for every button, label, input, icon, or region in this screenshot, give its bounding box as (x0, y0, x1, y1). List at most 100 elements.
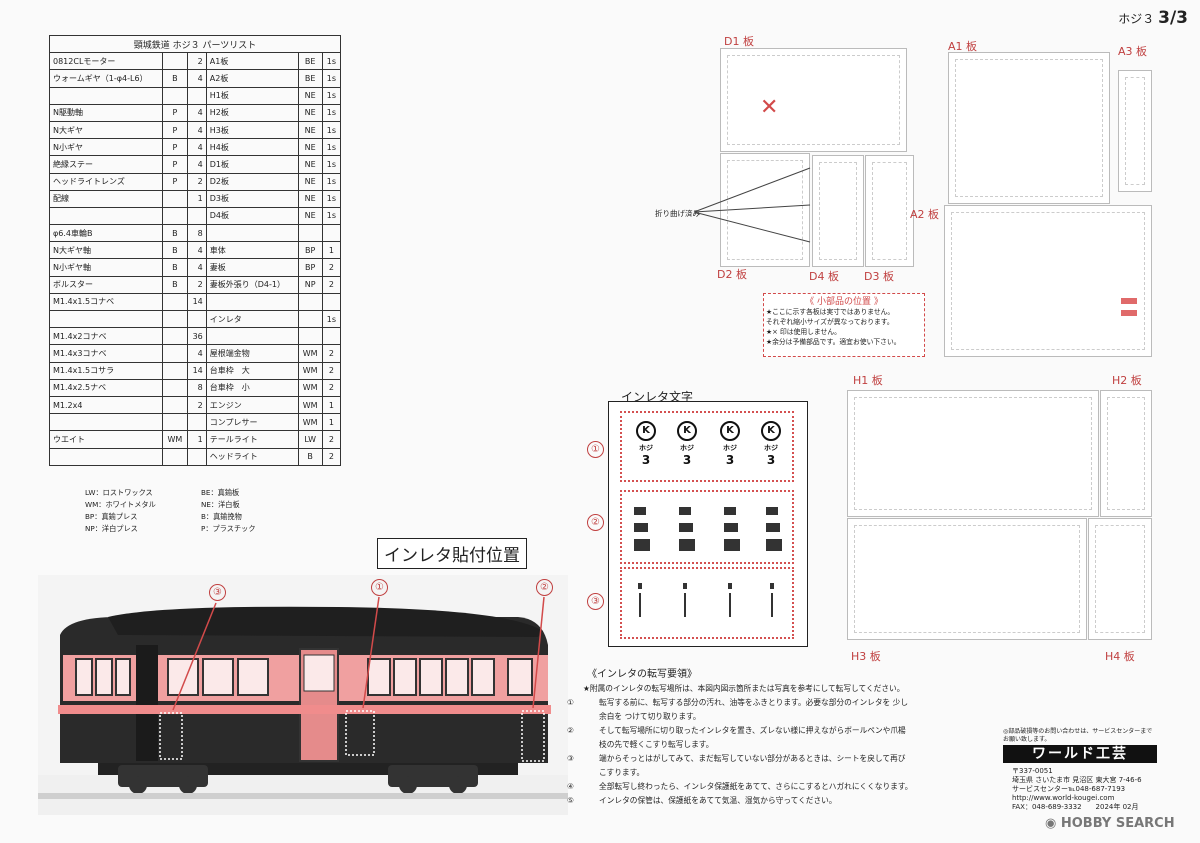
sheet-label-h1: H1 板 (853, 374, 883, 387)
placement-title: インレタ貼付位置 (377, 538, 527, 569)
table-cell: 14 (186, 292, 207, 312)
table-cell: 1s (321, 206, 342, 226)
table-cell: D4板 (205, 206, 299, 226)
table-cell: 屋根端金物 (205, 344, 299, 363)
sheet-a2 (944, 205, 1152, 357)
step-text: そして転写場所に切り取ったインレタを置き、ズレない様に押えながらボールペンや爪楊… (599, 726, 906, 749)
table-cell: M1.4x1.5コナベ (48, 292, 164, 312)
fold-label: 折り曲げ済み (655, 209, 700, 218)
table-cell: 4 (186, 344, 207, 363)
legend-item: BP：真鍮プレス (85, 512, 138, 521)
red-mark (1121, 310, 1137, 316)
table-cell: A1板 (205, 52, 299, 71)
step-number: ③ (567, 754, 574, 763)
sheet-h2 (1100, 390, 1152, 517)
step-text: 端からそっとはがしてみて、まだ転写していない部分があるときは、シートを戻して再び… (599, 754, 906, 777)
table-cell: D2板 (205, 172, 299, 191)
sheet-h1 (847, 390, 1099, 517)
legend-item: LW：ロストワックス (85, 488, 153, 497)
table-cell (321, 292, 342, 312)
table-cell: ウォームギヤ（1-φ4-L6） (48, 69, 164, 88)
table-cell (162, 327, 188, 346)
table-cell: 4 (186, 241, 207, 260)
table-cell: 車体 (205, 241, 299, 260)
table-cell: 1s (321, 52, 342, 71)
small-parts-line: ★× 印は使用しません。 (766, 328, 841, 336)
step-text: 転写する前に、転写する部分の汚れ、油等をふきとります。必要な部分のインレタを 少… (599, 698, 909, 721)
table-cell (162, 344, 188, 363)
sheet-label-h3: H3 板 (851, 650, 881, 663)
instructions-title: 《インレタの転写要領》 (587, 669, 697, 680)
table-cell: 1s (321, 189, 342, 208)
table-cell (162, 309, 188, 329)
step-number: ② (567, 726, 574, 735)
table-cell: H1板 (205, 86, 299, 105)
table-cell: NE (297, 138, 323, 157)
table-cell (162, 447, 188, 466)
table-cell: A2板 (205, 69, 299, 88)
instruction-step: ② そして転写場所に切り取ったインレタを置き、ズレない様に押えながらボールペンや爪… (567, 724, 913, 752)
table-cell: エンジン (205, 395, 299, 415)
table-cell: M1.4x3コナベ (48, 344, 164, 363)
legend-item: NE：洋白板 (201, 500, 240, 509)
table-cell: B (297, 447, 323, 466)
table-cell: 2 (321, 378, 342, 397)
table-cell: ウエイト (48, 430, 164, 449)
small-parts-note: 《 小部品の位置 》 ★ここに示す各板は実寸ではありません。 それぞれ縮小サイズ… (763, 293, 925, 357)
parts-list-title: 頸城鉄道 ホジ３ パーツリスト (49, 34, 341, 54)
table-cell: B (162, 69, 188, 88)
table-cell (48, 413, 164, 432)
table-cell (48, 309, 164, 329)
company-line: FAX：048-689-3332 2024年 02月 (1012, 803, 1139, 811)
step-number: ⑤ (567, 796, 574, 805)
table-cell: WM (297, 395, 323, 415)
table-cell (162, 206, 188, 226)
watermark-icon: ◉ (1045, 816, 1057, 831)
table-cell: 1s (321, 172, 342, 191)
inletter-row-3 (620, 567, 794, 639)
table-cell: NE (297, 206, 323, 226)
table-cell: P (162, 155, 188, 174)
inletter-row-1 (620, 411, 794, 482)
table-cell: NE (297, 103, 323, 122)
table-cell: 0812CLモーター (48, 52, 164, 71)
sheet-label-d4: D4 板 (809, 270, 839, 283)
table-cell: 1s (321, 69, 342, 88)
table-cell: φ6.4車輪B (48, 224, 164, 243)
legend-item: BE：真鍮板 (201, 488, 240, 497)
table-cell: P (162, 138, 188, 157)
sheet-a1 (948, 52, 1110, 204)
sheet-label-d2: D2 板 (717, 268, 747, 281)
table-cell: WM (297, 361, 323, 380)
sheet-label-a2: A2 板 (910, 208, 940, 221)
legend-item: B：真鍮挽物 (201, 512, 242, 521)
small-parts-line: ★余分は予備部品です。適宜お使い下さい。 (766, 338, 901, 346)
legend-item: P：プラスチック (201, 524, 256, 533)
table-cell: NE (297, 120, 323, 140)
table-cell: M1.2x4 (48, 395, 164, 415)
sheet-label-d1: D1 板 (724, 35, 754, 48)
table-cell: P (162, 120, 188, 140)
table-cell: WM (162, 430, 188, 449)
table-cell (205, 292, 299, 312)
company-line: サービスセンター℡048-687-7193 (1012, 785, 1126, 793)
table-cell: WM (297, 378, 323, 397)
table-cell (297, 309, 323, 329)
table-cell (162, 378, 188, 397)
table-cell: 1s (321, 86, 342, 105)
table-cell (162, 52, 188, 71)
